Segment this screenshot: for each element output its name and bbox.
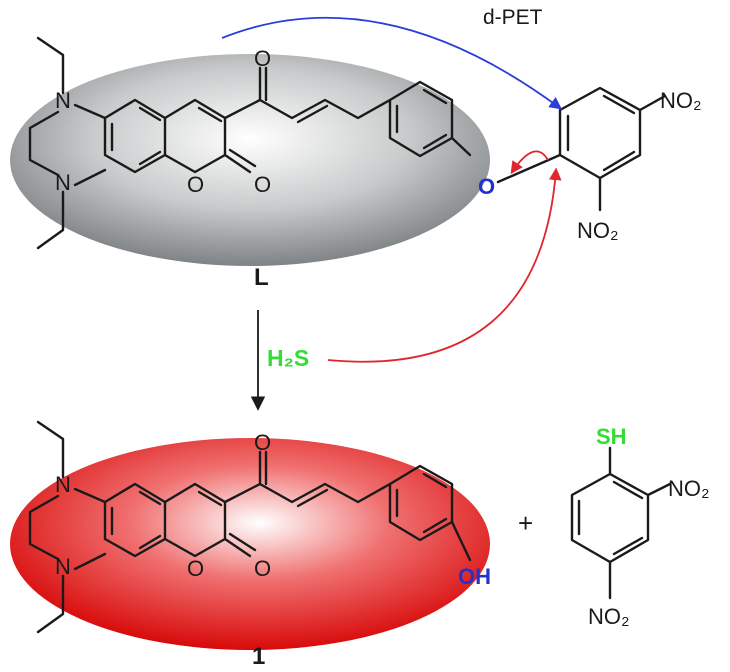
pet-arrow <box>221 16 563 110</box>
compound-L-label: L <box>254 264 269 291</box>
electron-push-arrow <box>510 150 549 175</box>
atom-ring-o-L: O <box>187 172 204 197</box>
atom-carbonyl-o-1: O <box>254 430 271 455</box>
compound-1-label: 1 <box>252 643 265 670</box>
dpet-label: d-PET <box>483 6 543 29</box>
atom-ring-o-1: O <box>187 556 204 581</box>
h2s-attack-arrow <box>327 167 562 363</box>
probe-highlight-ellipse <box>10 54 490 266</box>
atom-carbonyl-o-L: O <box>254 46 271 71</box>
h2s-label: H₂S <box>267 345 309 371</box>
nitro-group-para-product: NO₂ <box>588 604 630 629</box>
nitro-group-ortho-product: NO₂ <box>668 476 710 501</box>
hydroxyl-group: OH <box>458 564 491 589</box>
atom-lactone-o-L: O <box>254 172 271 197</box>
atom-n-upper-1: N <box>55 472 71 497</box>
compound-L-structure <box>28 36 667 250</box>
atom-n-lower-1: N <box>55 554 71 579</box>
product-highlight-ellipse <box>10 438 490 650</box>
atom-n-upper-L: N <box>55 88 71 113</box>
plus-sign: + <box>518 508 533 538</box>
nitro-group-para: NO₂ <box>660 88 702 113</box>
atom-lactone-o-1: O <box>254 556 271 581</box>
nitro-group-ortho: NO₂ <box>577 218 619 243</box>
atom-ether-o: O <box>478 174 495 199</box>
compound-1-structure <box>28 420 672 634</box>
atom-n-lower-L: N <box>55 170 71 195</box>
thiol-group: SH <box>596 424 627 449</box>
